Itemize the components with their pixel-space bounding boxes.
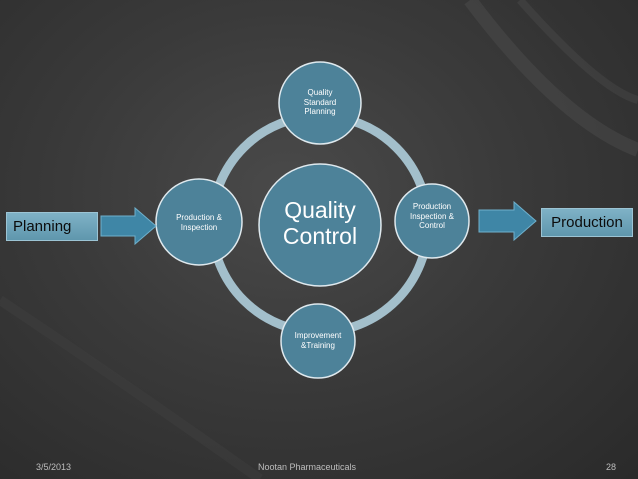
node-top-circle	[278, 61, 362, 145]
footer-company: Nootan Pharmaceuticals	[258, 462, 357, 472]
arrow-right-icon	[100, 206, 157, 246]
center-node-label: Quality Control	[282, 197, 358, 250]
planning-label: Planning	[13, 218, 72, 235]
background-swoosh	[0, 295, 263, 479]
production-label: Production	[551, 214, 623, 231]
node-top-label: Quality Standard Planning	[303, 88, 337, 117]
background-swoosh	[517, 0, 638, 104]
arrow-right-icon	[478, 200, 537, 242]
node-right-label: Production Inspection & Control	[409, 202, 455, 231]
footer-date: 3/5/2013	[36, 462, 72, 472]
footer-page-number: 28	[606, 462, 617, 472]
background-swoosh	[464, 0, 638, 157]
node-bottom-circle	[280, 303, 356, 379]
planning-box: Planning	[6, 212, 98, 241]
node-left-label: Production & Inspection	[176, 213, 222, 232]
production-box: Production	[541, 208, 633, 237]
node-bottom-label: Improvement &Training	[294, 331, 342, 350]
center-node-circle	[258, 163, 382, 287]
node-right-circle	[394, 183, 470, 259]
node-left-circle	[155, 178, 243, 266]
